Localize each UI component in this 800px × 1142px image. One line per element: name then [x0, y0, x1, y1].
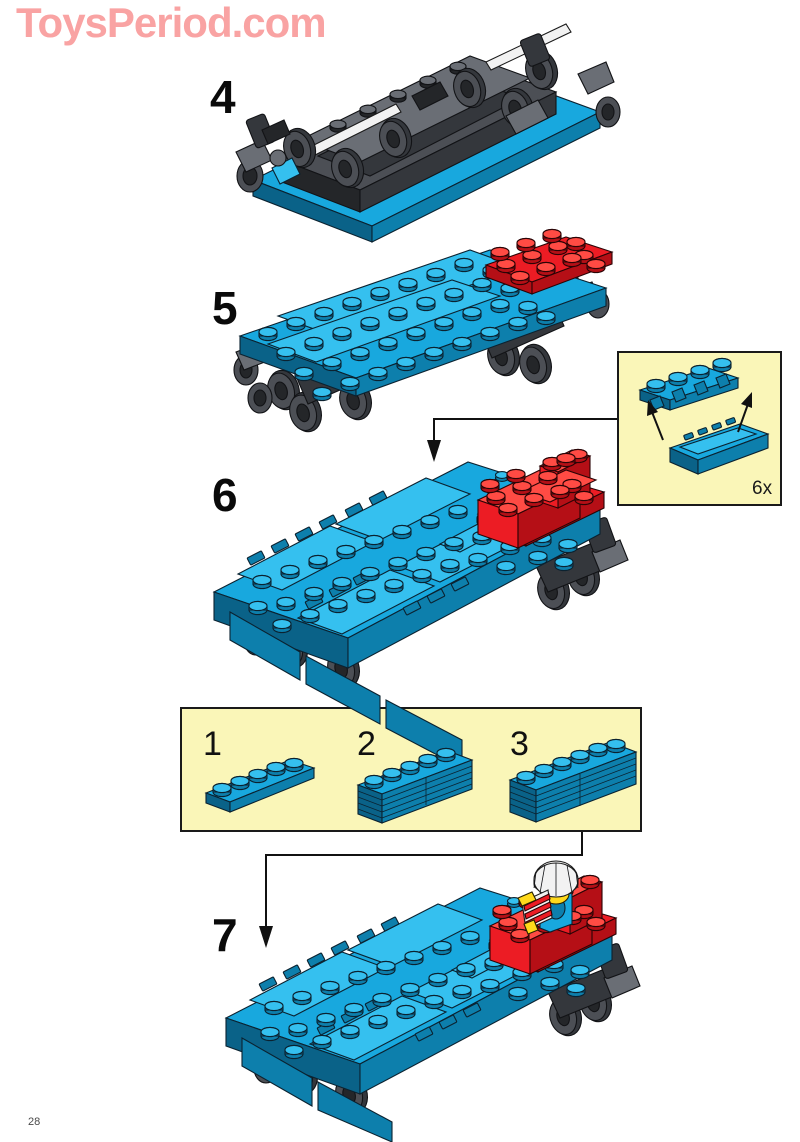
step6-undercarriage: [233, 517, 629, 693]
step4-detail-plates: [261, 81, 549, 185]
step-4-illustration: [235, 23, 621, 243]
step5-deck-studs: [258, 257, 556, 402]
step4-buffer-right: [519, 33, 621, 128]
substep-number-2: 2: [357, 725, 376, 763]
substep-number-3: 3: [510, 725, 529, 763]
step7-red-cab: [488, 874, 618, 975]
minifigure: [517, 860, 579, 935]
minifig-arm: [517, 891, 539, 935]
step7-wagon-body: [224, 887, 614, 1142]
step5-deck-plate: [238, 249, 608, 397]
substep-number-1: 1: [203, 725, 222, 763]
step-number-4: 4: [210, 71, 236, 123]
callout-count-label: 6x: [752, 478, 773, 499]
step6-red-cab: [476, 448, 606, 549]
step-5-illustration: [233, 228, 614, 437]
step7-undercarriage: [243, 943, 641, 1119]
callout-box-parts-stack: [180, 707, 642, 832]
step4-chassis-frame: [280, 55, 558, 213]
minifig-helmet: [533, 860, 579, 898]
minifig-torso: [539, 889, 573, 933]
step4-buffer-left: [235, 113, 275, 193]
step4-base-plate: [251, 67, 602, 243]
step-number-7: 7: [212, 909, 238, 961]
site-watermark: ToysPeriod.com: [16, 0, 327, 46]
minifig-head: [542, 879, 570, 905]
arrow-callout-parts-to-step7: [259, 832, 583, 948]
step5-red-plate: [484, 228, 614, 295]
page-number: 28: [28, 1116, 41, 1128]
step-number-6: 6: [212, 469, 238, 521]
step4-wheel-set: [278, 45, 563, 193]
step4-axle-rod: [307, 23, 572, 157]
step5-undercarriage: [233, 263, 610, 437]
arrow-callout-6x-to-step6: [427, 418, 617, 462]
step-7-illustration: [224, 860, 641, 1142]
minifig-flag: [521, 889, 553, 931]
step-number-5: 5: [212, 282, 238, 334]
